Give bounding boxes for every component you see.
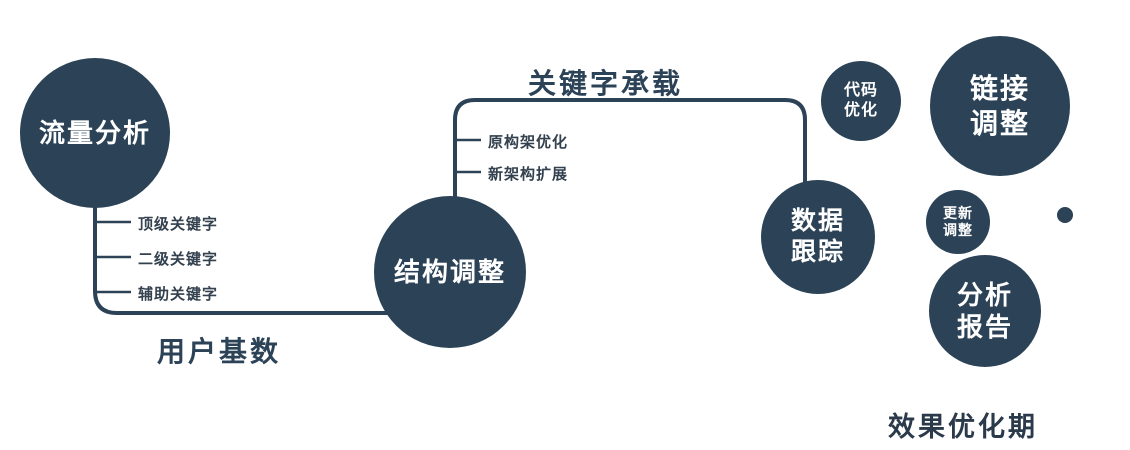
edge-label-keyword-carry: 关键字承载 <box>528 68 684 99</box>
node-code-optimize: 代码 优化 <box>821 61 901 141</box>
node-analysis-report-line1: 分析 <box>956 279 1013 310</box>
edge-keyword-carry <box>453 98 807 200</box>
edge-mid-branch-ticks <box>455 138 481 174</box>
node-structure-adjust-label: 结构调整 <box>393 256 506 287</box>
node-data-tracking-line1: 数据 <box>790 206 845 235</box>
edge-left-branch-ticks <box>95 220 131 294</box>
branch-label-arch-expand: 新架构扩展 <box>488 166 569 183</box>
node-traffic-analysis: 流量分析 <box>20 58 170 208</box>
node-analysis-report-line2: 报告 <box>956 312 1013 342</box>
node-small-dot <box>1057 207 1073 223</box>
node-link-adjust-line1: 链接 <box>969 73 1030 104</box>
node-analysis-report: 分析 报告 <box>929 255 1041 367</box>
node-traffic-analysis-label: 流量分析 <box>38 117 151 148</box>
node-structure-adjust: 结构调整 <box>374 196 526 348</box>
node-code-optimize-line2: 优化 <box>843 102 878 119</box>
node-link-adjust-line2: 调整 <box>969 108 1030 139</box>
branch-label-top-keywords: 顶级关键字 <box>138 216 219 233</box>
node-data-tracking: 数据 跟踪 <box>761 180 875 294</box>
node-code-optimize-line1: 代码 <box>843 82 878 99</box>
branch-label-aux-keywords: 辅助关键字 <box>138 286 219 303</box>
node-update-adjust-line2: 调整 <box>943 222 973 238</box>
node-update-adjust: 更新 调整 <box>926 190 990 254</box>
node-data-tracking-line2: 跟踪 <box>790 238 845 266</box>
node-update-adjust-line1: 更新 <box>943 204 973 221</box>
caption-effect-optimization-period: 效果优化期 <box>888 412 1038 442</box>
edge-label-user-base: 用户基数 <box>157 336 282 367</box>
branch-label-second-keywords: 二级关键字 <box>138 251 219 268</box>
branch-label-arch-optimize: 原构架优化 <box>488 134 569 151</box>
node-link-adjust: 链接 调整 <box>930 36 1070 176</box>
